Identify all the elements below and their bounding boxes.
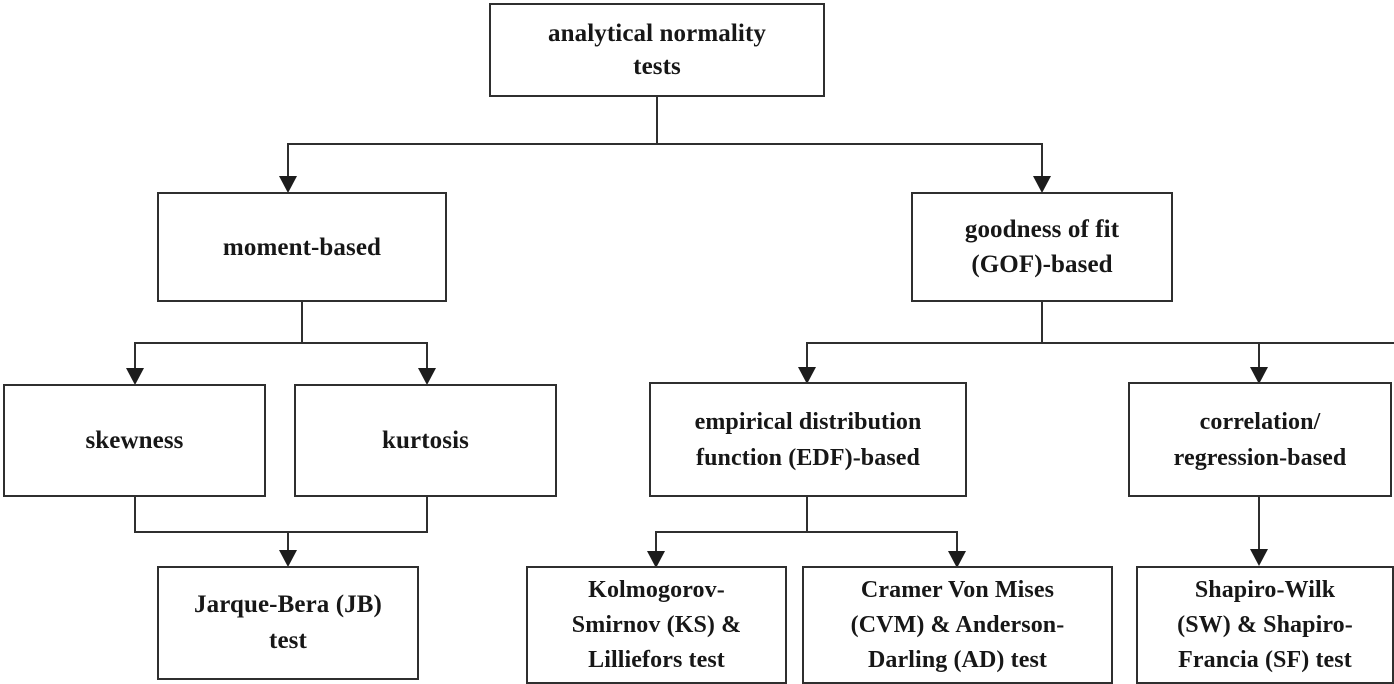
edge-moment-stem	[301, 302, 303, 344]
arrow-root-to-moment	[279, 176, 297, 193]
node-kolmogorov-smirnov-lilliefors-test[interactable]: Kolmogorov- Smirnov (KS) & Lilliefors te…	[526, 566, 787, 684]
edge-edf-bus	[655, 531, 958, 533]
edge-gof-bus	[806, 342, 1394, 344]
edge-jb-stem	[287, 531, 289, 561]
edge-correlation-stem	[1258, 497, 1260, 552]
edge-root-stem	[656, 97, 658, 143]
edge-root-to-moment-drop	[287, 143, 289, 179]
arrow-edf-to-cvm	[948, 551, 966, 568]
arrow-gof-to-edf	[798, 367, 816, 384]
node-label: goodness of fit (GOF)-based	[964, 216, 1120, 278]
node-goodness-of-fit-based[interactable]: goodness of fit (GOF)-based	[911, 192, 1173, 302]
arrow-edf-to-ks	[647, 551, 665, 568]
node-label: analytical normality tests	[548, 20, 766, 80]
node-analytical-normality-tests[interactable]: analytical normality tests	[489, 3, 825, 97]
node-kurtosis[interactable]: kurtosis	[294, 384, 557, 497]
edge-gof-to-edf-drop	[806, 342, 808, 370]
node-label: Jarque-Bera (JB) test	[194, 591, 382, 654]
node-label: kurtosis	[382, 427, 469, 454]
node-skewness[interactable]: skewness	[3, 384, 266, 497]
node-label: Kolmogorov- Smirnov (KS) & Lilliefors te…	[571, 576, 742, 673]
arrow-merge-to-jarque-bera	[279, 550, 297, 567]
node-shapiro-wilk-shapiro-francia-test[interactable]: Shapiro-Wilk (SW) & Shapiro- Francia (SF…	[1136, 566, 1394, 684]
node-label: empirical distribution function (EDF)-ba…	[694, 408, 922, 471]
edge-skewness-down	[134, 497, 136, 533]
edge-edf-to-ks-drop	[655, 531, 657, 554]
edge-moment-to-skewness-drop	[134, 342, 136, 370]
node-jarque-bera-test[interactable]: Jarque-Bera (JB) test	[157, 566, 419, 680]
node-moment-based[interactable]: moment-based	[157, 192, 447, 302]
edge-moment-to-kurtosis-drop	[426, 342, 428, 370]
arrow-moment-to-skewness	[126, 368, 144, 385]
edge-edf-to-cvm-drop	[956, 531, 958, 554]
edge-root-to-gof-drop	[1041, 143, 1043, 179]
node-label: Shapiro-Wilk (SW) & Shapiro- Francia (SF…	[1177, 576, 1353, 673]
edge-kurtosis-down	[426, 497, 428, 533]
edge-gof-stem	[1041, 302, 1043, 344]
node-cramer-von-mises-anderson-darling-test[interactable]: Cramer Von Mises (CVM) & Anderson- Darli…	[802, 566, 1113, 684]
node-label: Cramer Von Mises (CVM) & Anderson- Darli…	[850, 576, 1065, 673]
arrow-root-to-gof	[1033, 176, 1051, 193]
edge-gof-to-corr-drop	[1258, 342, 1260, 370]
edge-moment-bus	[134, 342, 428, 344]
node-label: correlation/ regression-based	[1173, 408, 1347, 471]
node-correlation-regression-based[interactable]: correlation/ regression-based	[1128, 382, 1392, 497]
node-edf-based[interactable]: empirical distribution function (EDF)-ba…	[649, 382, 967, 497]
arrow-moment-to-kurtosis	[418, 368, 436, 385]
edge-jb-merge-bus	[134, 531, 428, 533]
edge-root-bus	[287, 143, 1042, 145]
arrow-correlation-to-shapiro	[1250, 549, 1268, 566]
edge-edf-stem	[806, 497, 808, 533]
arrow-gof-to-correlation	[1250, 367, 1268, 384]
node-label: moment-based	[222, 233, 382, 261]
node-label: skewness	[85, 427, 184, 454]
